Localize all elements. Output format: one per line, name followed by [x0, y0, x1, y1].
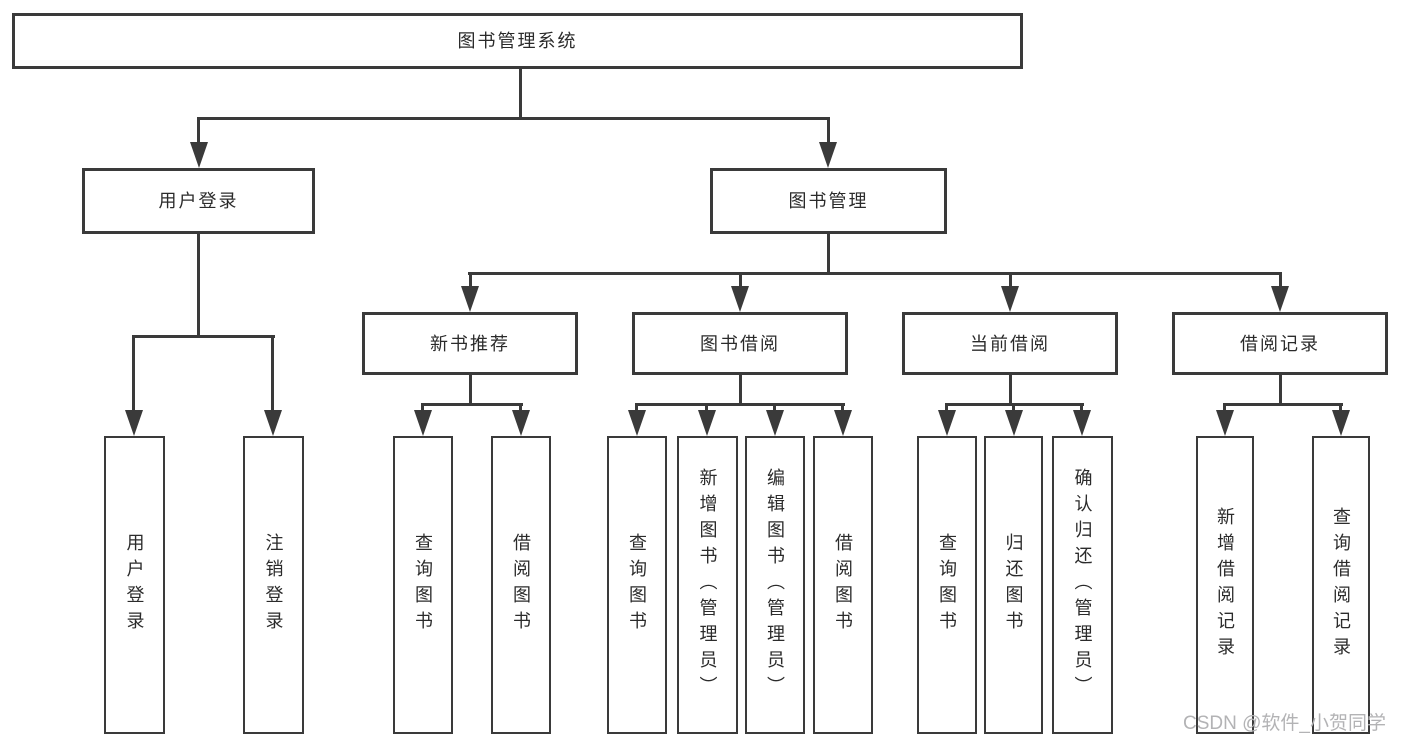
connector-stem [469, 375, 472, 406]
leaf-recommend-query-books: 查询图书 [393, 436, 453, 734]
leaf-user-login: 用户登录 [104, 436, 165, 734]
leaf-borrow-add-books-admin: 新增图书（管理员） [677, 436, 738, 734]
connector-arm [197, 117, 200, 145]
connector-arm [421, 403, 424, 412]
connector-arm [945, 403, 948, 412]
leaf-borrow-edit-books-admin: 编辑图书（管理员） [745, 436, 805, 734]
arrow-down-icon [264, 410, 282, 436]
arrow-down-icon [731, 286, 749, 312]
watermark: CSDN @软件_小贺同学 [1183, 713, 1386, 734]
connector-stem [1279, 375, 1282, 406]
arrow-down-icon [628, 410, 646, 436]
leaf-current-return-books: 归还图书 [984, 436, 1043, 734]
connector-arm [1339, 403, 1342, 412]
node-book-borrow: 图书借阅 [632, 312, 848, 375]
connector-branch [132, 335, 275, 338]
connector-arm [271, 335, 274, 413]
connector-arm [739, 272, 742, 290]
arrow-down-icon [1332, 410, 1350, 436]
connector-arm [827, 117, 830, 145]
connector-arm [705, 403, 708, 412]
connector-arm [132, 335, 135, 413]
arrow-down-icon [938, 410, 956, 436]
arrow-down-icon [1073, 410, 1091, 436]
connector-arm [1279, 272, 1282, 290]
arrow-down-icon [1216, 410, 1234, 436]
connector-stem [739, 375, 742, 406]
connector-arm [469, 272, 472, 290]
connector-stem [519, 69, 522, 120]
leaf-recommend-borrow-books: 借阅图书 [491, 436, 551, 734]
connector-arm [1012, 403, 1015, 412]
connector-arm [635, 403, 638, 412]
node-user-login: 用户登录 [82, 168, 315, 234]
connector-arm [1223, 403, 1226, 412]
arrow-down-icon [125, 410, 143, 436]
connector-arm [1080, 403, 1083, 412]
arrow-down-icon [766, 410, 784, 436]
arrow-down-icon [190, 142, 208, 168]
arrow-down-icon [1001, 286, 1019, 312]
connector-branch [1223, 403, 1343, 406]
leaf-borrow-query-books: 查询图书 [607, 436, 667, 734]
connector-stem [827, 234, 830, 275]
connector-branch [635, 403, 845, 406]
connector-arm [773, 403, 776, 412]
leaf-borrow-borrow-books: 借阅图书 [813, 436, 873, 734]
node-borrow-records: 借阅记录 [1172, 312, 1388, 375]
connector-stem [197, 234, 200, 338]
leaf-current-confirm-return-admin: 确认归还（管理员） [1052, 436, 1113, 734]
connector-stem [1009, 375, 1012, 406]
leaf-records-add-record: 新增借阅记录 [1196, 436, 1254, 734]
connector-branch [468, 272, 1282, 275]
leaf-logout: 注销登录 [243, 436, 304, 734]
arrow-down-icon [414, 410, 432, 436]
connector-arm [841, 403, 844, 412]
leaf-records-query-record: 查询借阅记录 [1312, 436, 1370, 734]
arrow-down-icon [1271, 286, 1289, 312]
arrow-down-icon [819, 142, 837, 168]
node-library-management-system: 图书管理系统 [12, 13, 1023, 69]
node-book-management: 图书管理 [710, 168, 947, 234]
arrow-down-icon [512, 410, 530, 436]
arrow-down-icon [1005, 410, 1023, 436]
arrow-down-icon [834, 410, 852, 436]
connector-arm [519, 403, 522, 412]
connector-branch [197, 117, 830, 120]
node-new-book-recommend: 新书推荐 [362, 312, 578, 375]
connector-branch [421, 403, 523, 406]
leaf-current-query-books: 查询图书 [917, 436, 977, 734]
connector-arm [1009, 272, 1012, 290]
arrow-down-icon [461, 286, 479, 312]
arrow-down-icon [698, 410, 716, 436]
node-current-borrow: 当前借阅 [902, 312, 1118, 375]
